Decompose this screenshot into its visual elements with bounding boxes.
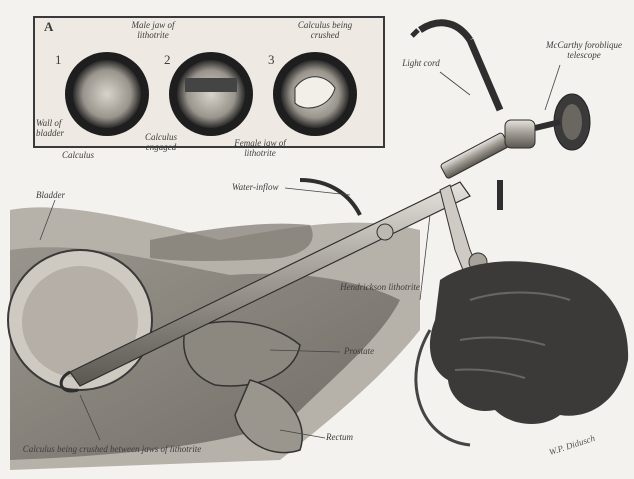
panel-number-3: 3 xyxy=(268,55,275,65)
hand xyxy=(416,261,628,445)
label-bladder: Bladder xyxy=(36,190,65,200)
inset-letter: A xyxy=(44,22,53,32)
label-calculus-crushed: Calculus being crushed xyxy=(290,20,360,40)
label-female-jaw: Female jaw of lithotrite xyxy=(220,138,300,158)
label-calculus-inset: Calculus xyxy=(62,150,94,160)
label-calculus-bottom: Calculus being crushed between jaws of l… xyxy=(14,444,210,454)
label-prostate: Prostate xyxy=(344,346,374,356)
label-male-jaw: Male jaw of lithotrite xyxy=(118,20,188,40)
label-hendrickson: Hendrickson lithotrite xyxy=(340,282,420,292)
panel-number-2: 2 xyxy=(164,55,171,65)
panel-number-1: 1 xyxy=(55,55,62,65)
label-water-inflow: Water-inflow xyxy=(232,182,279,192)
label-light-cord: Light cord xyxy=(398,58,444,68)
label-calculus-engaged: Calculus engaged xyxy=(136,132,186,152)
label-mccarthy: McCarthy foroblique telescope xyxy=(536,40,632,60)
label-wall-of-bladder: Wall of bladder xyxy=(36,118,78,138)
label-rectum: Rectum xyxy=(326,432,353,442)
